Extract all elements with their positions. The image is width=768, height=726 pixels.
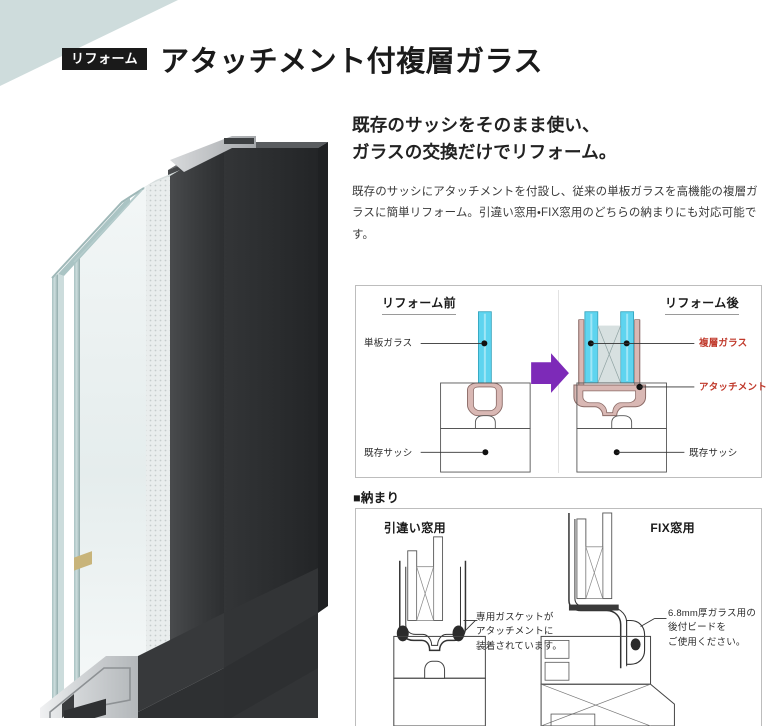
gasket-note-line-3: 装着されています。 [476,640,563,652]
before-after-panel: リフォーム前 リフォーム後 単板ガラス 既存サッシ 複層ガラス アタッチメント … [355,285,767,478]
product-photo [18,108,338,718]
after-heading: リフォーム後 [664,294,739,315]
nomari-section-title: ■納まり [353,491,400,505]
bead-note-line-1: 6.8mm厚ガラス用の [668,608,757,619]
label-single-glass: 単板ガラス [364,338,413,349]
lead-line-1: 既存のサッシをそのまま使い、 [352,115,600,135]
lead-line-2: ガラスの交換だけでリフォーム。 [352,141,617,162]
nomari-illustration [356,509,761,726]
page-title: アタッチメント付複層ガラス [160,46,544,78]
bead-note-line-2: 後付ビードを [668,622,727,634]
label-double-glass: 複層ガラス [699,338,748,349]
gasket-note-line-2: アタッチメントに [476,626,554,638]
label-existing-sash-right: 既存サッシ [689,448,738,459]
bead-note: 6.8mm厚ガラス用の 後付ビードを ご使用ください。 [668,607,768,650]
product-photo-illustration [18,108,338,718]
before-heading: リフォーム前 [382,294,457,315]
gasket-note-line-1: 専用ガスケットが [476,612,554,623]
before-after-illustration [356,286,761,477]
lead-text: 既存のサッシをそのまま使い、 ガラスの交換だけでリフォーム。 [352,112,762,165]
bead-note-line-3: ご使用ください。 [668,636,746,648]
label-attachment: アタッチメント [699,382,767,393]
gasket-note: 専用ガスケットが アタッチメントに 装着されています。 [476,611,584,654]
nomari-panel: 引違い窓用 FIX窓用 専用ガスケットが アタッチメントに 装着されています。 … [355,508,762,726]
nomari-right-heading: FIX窓用 [650,521,695,535]
label-existing-sash-left: 既存サッシ [364,448,413,459]
page-header: リフォーム アタッチメント付複層ガラス [62,38,543,80]
reform-badge: リフォーム [62,48,148,70]
intro-block: 既存のサッシをそのまま使い、 ガラスの交換だけでリフォーム。 既存のサッシにアタ… [352,112,762,246]
body-copy: 既存のサッシにアタッチメントを付設し、従来の単板ガラスを高機能の複層ガラスに簡単… [352,186,758,241]
nomari-left-heading: 引違い窓用 [384,521,447,535]
